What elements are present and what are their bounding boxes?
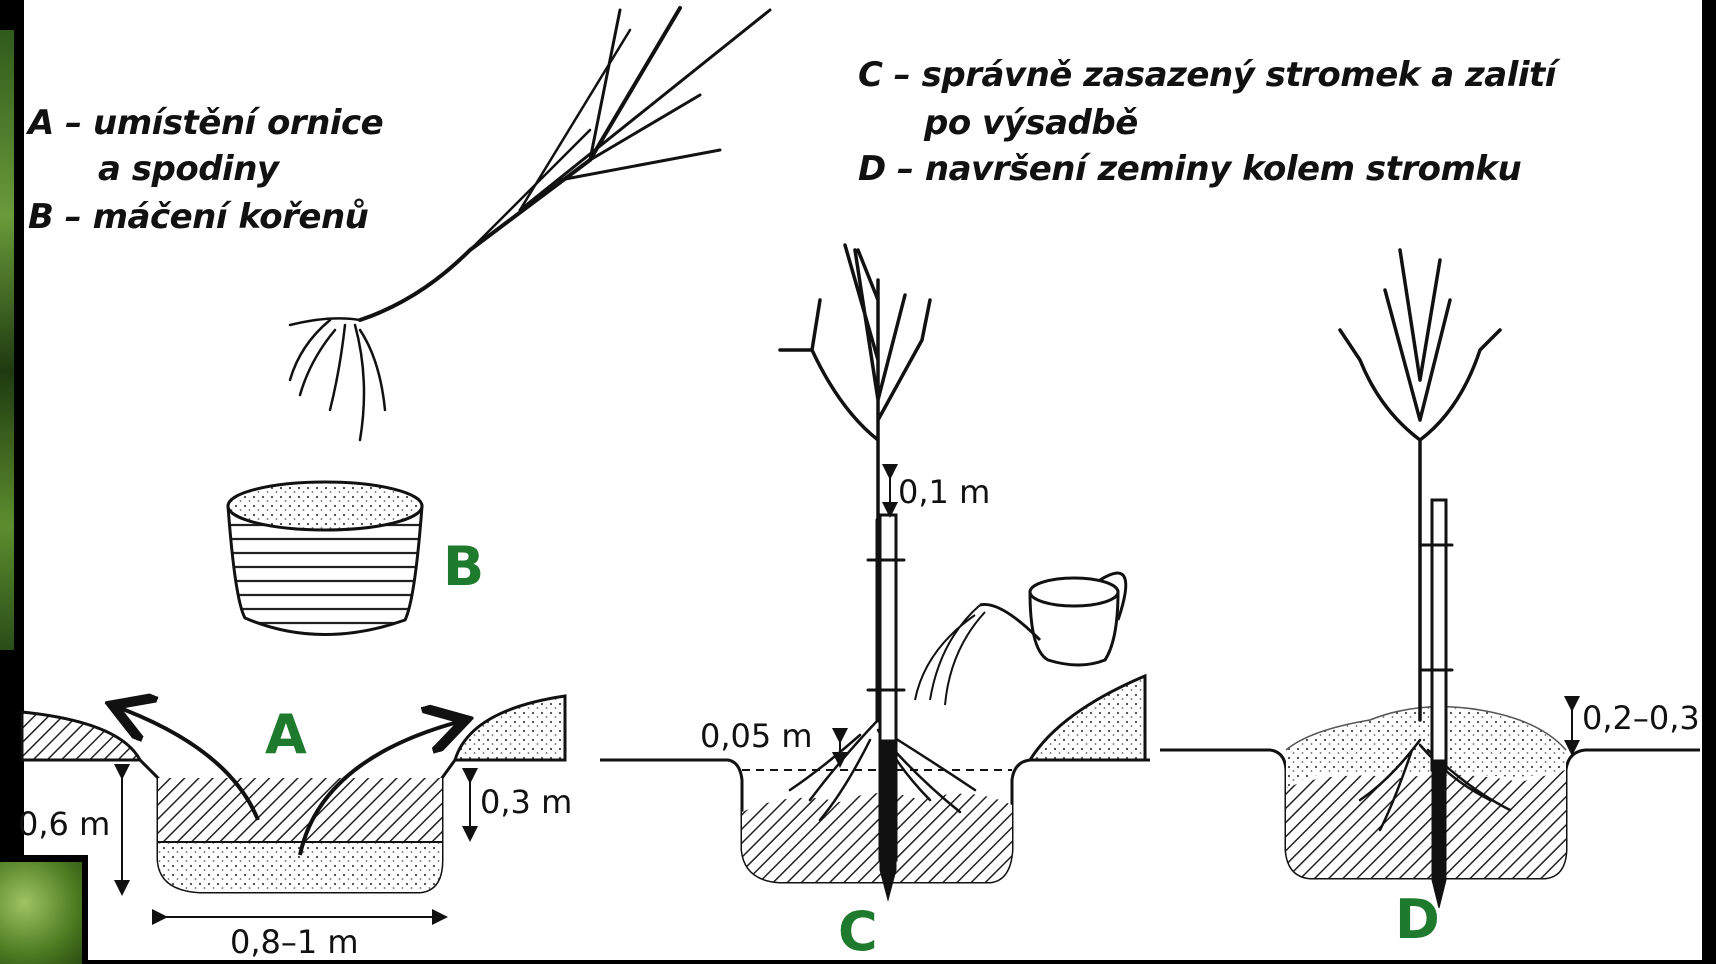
step-letter-d: D	[1395, 893, 1440, 947]
dim-planting-depth: 0,05 m	[700, 720, 813, 752]
hole-c	[600, 676, 1150, 882]
legend-a-line1: A – umístění ornice	[28, 106, 383, 140]
dim-depth-total: 0,6 m	[18, 808, 110, 840]
dim-mound-height: 0,2–0,3	[1582, 702, 1700, 734]
legend-c-line1: C – správně zasazený stromek a zalití	[858, 58, 1556, 92]
step-letter-b: B	[443, 540, 484, 594]
dim-depth-topsoil: 0,3 m	[480, 786, 572, 818]
step-letter-c: C	[838, 905, 878, 959]
legend-d: D – navršení zeminy kolem stromku	[858, 152, 1521, 186]
dim-stake-gap: 0,1 m	[898, 476, 990, 508]
legend-c-line2: po výsadbě	[924, 106, 1138, 140]
step-letter-a: A	[265, 708, 307, 762]
bucket-b	[228, 482, 422, 635]
legend-a-line2: a spodiny	[98, 152, 279, 186]
legend-b: B – máčení kořenů	[28, 200, 368, 234]
watering-can-icon	[915, 573, 1126, 705]
dim-width: 0,8–1 m	[230, 926, 359, 958]
